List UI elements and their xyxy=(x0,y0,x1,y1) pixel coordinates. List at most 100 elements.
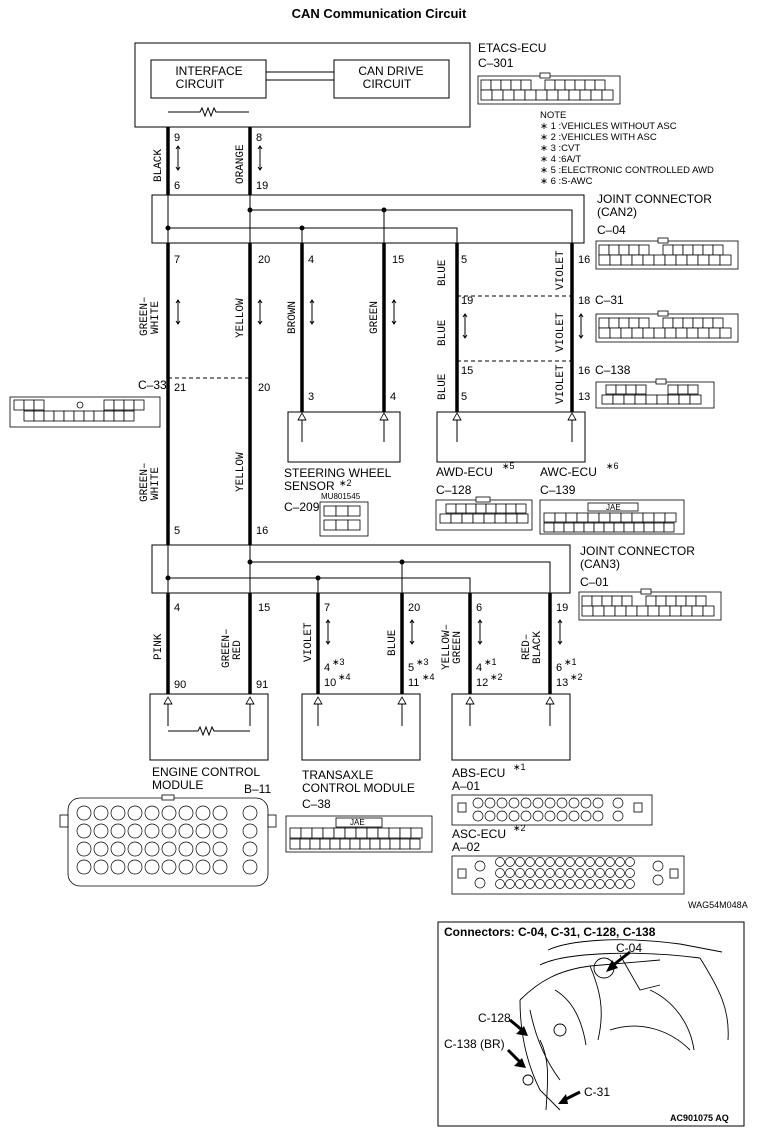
pin-label: 4 xyxy=(174,602,180,614)
note-star: ∗6 xyxy=(606,461,619,471)
signal-arrow-icon xyxy=(578,313,584,339)
inset-title: Connectors: C-04, C-31, C-128, C-138 xyxy=(444,925,656,939)
jc2-connector-id: C–04 xyxy=(597,223,626,237)
signal-arrow-icon xyxy=(409,619,415,645)
pin-label: 20 xyxy=(408,602,420,614)
pin-label: 7 xyxy=(174,254,180,266)
pin-label: 15 xyxy=(392,254,404,266)
wire-color-violet: VIOLET xyxy=(555,312,567,352)
c138-connector-face xyxy=(595,378,715,409)
note-item: ∗ 1 :VEHICLES WITHOUT ASC xyxy=(540,121,677,132)
wire-color-yellow: YELLOW xyxy=(235,452,247,492)
pin-label: 8 xyxy=(256,132,262,144)
wire-color-yellow: YELLOW xyxy=(235,298,247,338)
signal-arrow-icon xyxy=(325,619,331,645)
note-star: ∗2 xyxy=(490,672,503,682)
wire-color-red-black: RED– xyxy=(521,634,533,660)
pin-label: 3 xyxy=(308,391,314,403)
signal-arrow-icon xyxy=(257,299,263,325)
b11-connector-id: B–11 xyxy=(244,782,271,796)
pin-label: 4 xyxy=(324,662,330,674)
wire-color-green-white: GREEN– xyxy=(139,462,151,502)
signal-arrow-icon xyxy=(557,619,563,645)
signal-arrow-icon xyxy=(309,299,315,325)
note-item: ∗ 3 :CVT xyxy=(540,143,580,154)
pin-label: 91 xyxy=(256,679,268,691)
wire-color-blue: BLUE xyxy=(387,629,399,656)
steering-sensor-label: STEERING WHEEL xyxy=(284,466,392,480)
pin-label: 19 xyxy=(556,602,568,614)
note-block: NOTE ∗ 1 :VEHICLES WITHOUT ASC ∗ 2 :VEHI… xyxy=(540,110,714,187)
pin-label: 5 xyxy=(174,525,180,537)
wire-color-green-red: RED xyxy=(232,640,244,660)
note-star: ∗1 xyxy=(513,762,526,772)
wire-color-blue: BLUE xyxy=(437,259,449,286)
wire-color-pink: PINK xyxy=(153,633,165,660)
signal-arrow-icon xyxy=(257,145,263,171)
wire-color-red-black: BLACK xyxy=(532,631,544,664)
termination-resistor-icon xyxy=(168,725,250,737)
pointer-arrow-icon xyxy=(506,1048,522,1064)
note-heading: NOTE xyxy=(540,110,566,121)
wire-color-orange: ORANGE xyxy=(235,144,247,184)
abs-asc-ecu-block xyxy=(451,693,571,761)
jc3-sub-label: (CAN3) xyxy=(580,557,620,571)
wire-color-blue: BLUE xyxy=(437,319,449,346)
c33-connector-id: C–33 xyxy=(138,378,167,392)
pin-label: 21 xyxy=(174,382,186,394)
can-drive-circuit-label: CAN DRIVE xyxy=(358,64,423,78)
pin-label: 19 xyxy=(461,295,473,307)
c139-connector-id: C–139 xyxy=(540,483,576,497)
inset-c128-label: C-128 xyxy=(478,1011,511,1025)
note-star: ∗1 xyxy=(484,657,497,667)
inset-c04-label: C-04 xyxy=(616,941,642,955)
pin-label: 9 xyxy=(174,132,180,144)
pin-label: 10 xyxy=(324,677,336,689)
etacs-connector-id: C–301 xyxy=(478,56,514,70)
note-item: ∗ 5 :ELECTRONIC CONTROLLED AWD xyxy=(540,165,714,176)
tcm-label-2: CONTROL MODULE xyxy=(302,781,415,795)
interface-circuit-label-2: CIRCUIT xyxy=(176,77,225,91)
pin-label: 6 xyxy=(556,662,562,674)
jae-label: JAE xyxy=(350,818,365,827)
pin-label: 15 xyxy=(258,602,270,614)
pin-label: 4 xyxy=(390,391,396,403)
jae-label: JAE xyxy=(606,503,621,512)
pointer-arrow-icon xyxy=(611,950,631,968)
pin-label: 6 xyxy=(476,602,482,614)
termination-resistor-icon xyxy=(168,106,249,118)
note-star: ∗1 xyxy=(564,657,577,667)
a01-connector-face xyxy=(451,794,653,826)
pin-label: 5 xyxy=(461,391,467,403)
engine-control-module-block xyxy=(149,693,269,761)
pin-label: 15 xyxy=(461,365,473,377)
c139-connector-face: JAE xyxy=(539,499,685,535)
note-star: ∗2 xyxy=(513,823,526,833)
a02-connector-id: A–02 xyxy=(452,840,480,854)
signal-arrow-icon xyxy=(175,299,181,325)
inset-c138-label: C-138 (BR) xyxy=(444,1037,505,1051)
pin-label: 4 xyxy=(308,254,314,266)
wire-color-black: BLACK xyxy=(153,149,165,182)
note-star: ∗4 xyxy=(422,672,435,682)
signal-arrow-icon xyxy=(462,313,468,339)
pin-label: 11 xyxy=(408,677,419,689)
c33-connector-face xyxy=(9,396,161,428)
wire-color-violet: VIOLET xyxy=(555,364,567,404)
dashboard-illustration xyxy=(519,939,729,1111)
pin-label: 16 xyxy=(256,525,268,537)
pin-label: 5 xyxy=(461,254,467,266)
c209-part-number: MU801545 xyxy=(321,492,361,501)
ecm-label-2: MODULE xyxy=(152,778,203,792)
page-title: CAN Communication Circuit xyxy=(292,6,467,21)
note-item: ∗ 4 :6A/T xyxy=(540,154,581,165)
jc2-label: JOINT CONNECTOR xyxy=(597,192,712,206)
note-star: ∗5 xyxy=(502,461,515,471)
connector-location-inset: Connectors: C-04, C-31, C-128, C-138 C-0… xyxy=(437,921,745,1127)
note-star: ∗3 xyxy=(332,657,345,667)
steering-sensor-label-2: SENSOR xyxy=(284,479,335,493)
inset-code: AC901075 AQ xyxy=(670,1113,729,1123)
wire-color-yellow-green: YELLOW– xyxy=(441,624,453,670)
jc2-sub-label: (CAN2) xyxy=(597,205,637,219)
